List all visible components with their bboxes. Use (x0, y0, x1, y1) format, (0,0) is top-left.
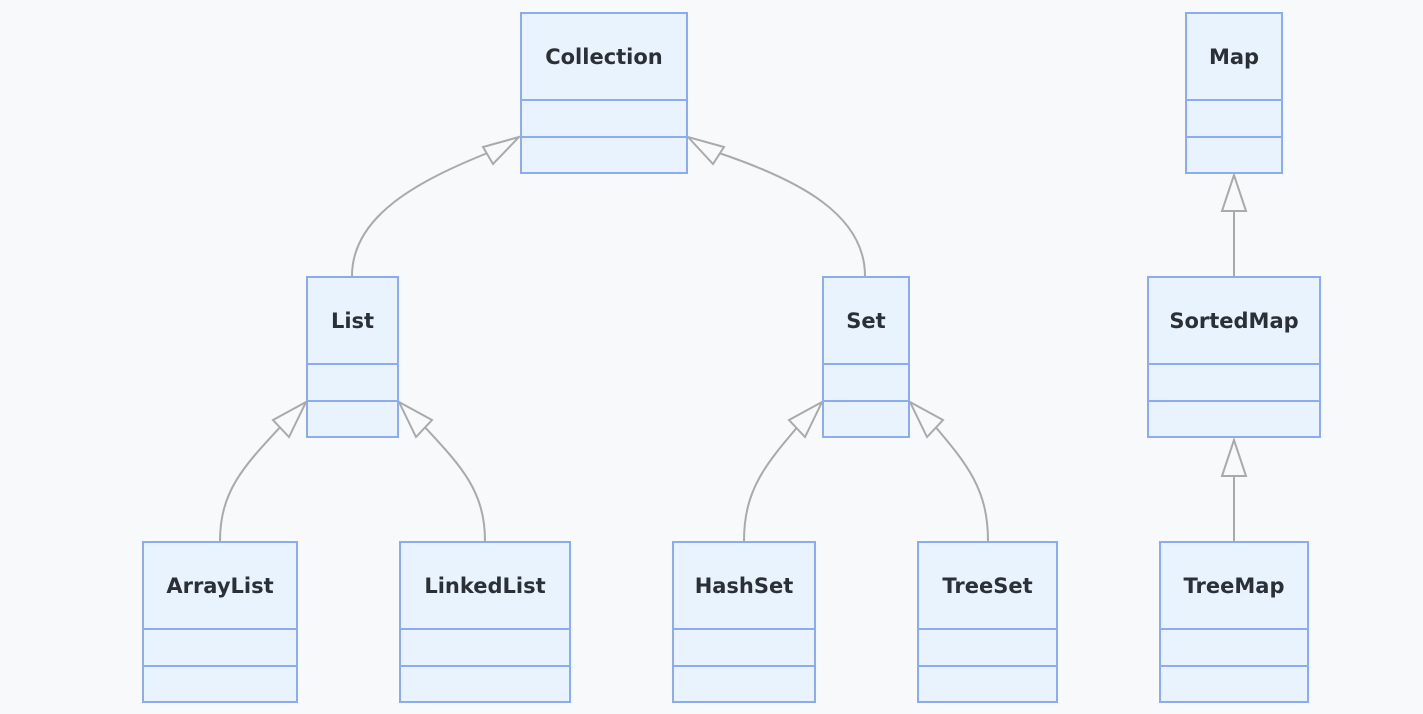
edge-set-to-collection (715, 151, 866, 277)
class-box-linkedlist[interactable]: LinkedList (399, 541, 571, 703)
methods-divider (308, 400, 397, 402)
methods-divider (1149, 400, 1319, 402)
edge-linkedlist-to-list (421, 423, 486, 542)
class-name: LinkedList (424, 574, 546, 598)
class-box-arraylist[interactable]: ArrayList (142, 541, 298, 703)
edge-treeset-to-set (932, 423, 989, 542)
class-box-sortedmap[interactable]: SortedMap (1147, 276, 1321, 438)
class-name: ArrayList (166, 574, 274, 598)
arrowhead-list-to-collection (481, 135, 523, 166)
attributes-divider (674, 628, 814, 630)
attributes-divider (144, 628, 296, 630)
arrowhead-treemap-to-sortedmap (1220, 436, 1248, 477)
class-box-set[interactable]: Set (822, 276, 910, 438)
class-name: Collection (545, 45, 663, 69)
methods-divider (1161, 665, 1307, 667)
arrowhead-sortedmap-to-map (1220, 171, 1248, 212)
methods-divider (1187, 136, 1281, 138)
methods-divider (824, 400, 908, 402)
class-box-collection[interactable]: Collection (520, 12, 688, 174)
class-name: TreeSet (942, 574, 1033, 598)
arrowhead-linkedlist-to-list (396, 399, 434, 439)
class-name: List (330, 309, 375, 333)
class-box-map[interactable]: Map (1185, 12, 1283, 174)
edge-hashset-to-set (743, 423, 801, 542)
methods-divider (674, 665, 814, 667)
attributes-divider (919, 628, 1056, 630)
methods-divider (144, 665, 296, 667)
edge-list-to-collection (351, 151, 491, 277)
arrowhead-hashset-to-set (787, 399, 825, 439)
methods-divider (401, 665, 569, 667)
arrowhead-set-to-collection (684, 135, 726, 166)
attributes-divider (824, 363, 908, 365)
class-name: Set (846, 309, 886, 333)
class-box-treemap[interactable]: TreeMap (1159, 541, 1309, 703)
class-name: TreeMap (1183, 574, 1285, 598)
methods-divider (522, 136, 686, 138)
arrowhead-treeset-to-set (907, 399, 945, 439)
class-box-list[interactable]: List (306, 276, 399, 438)
edge-arraylist-to-list (219, 423, 284, 542)
attributes-divider (1161, 628, 1307, 630)
attributes-divider (1149, 363, 1319, 365)
attributes-divider (522, 99, 686, 101)
class-box-hashset[interactable]: HashSet (672, 541, 816, 703)
methods-divider (919, 665, 1056, 667)
attributes-divider (308, 363, 397, 365)
class-name: SortedMap (1169, 309, 1299, 333)
class-name: HashSet (694, 574, 794, 598)
class-name: Map (1208, 45, 1260, 69)
attributes-divider (1187, 99, 1281, 101)
arrowhead-arraylist-to-list (271, 399, 309, 439)
class-box-treeset[interactable]: TreeSet (917, 541, 1058, 703)
attributes-divider (401, 628, 569, 630)
